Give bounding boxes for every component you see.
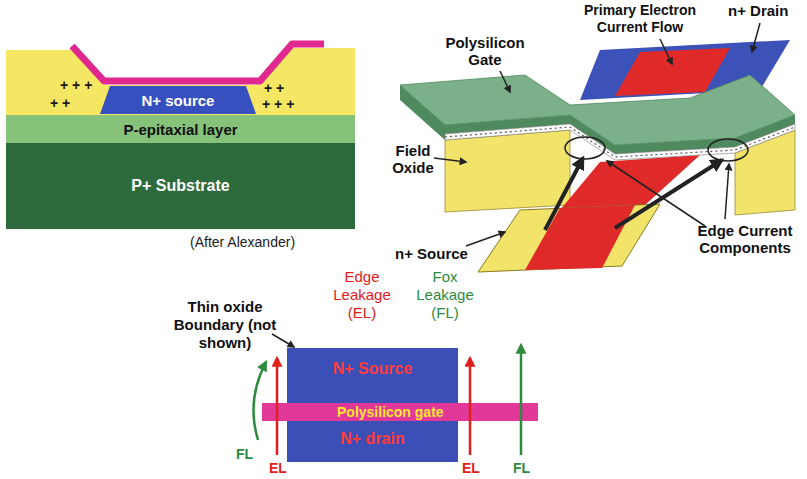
leader-line	[752, 23, 760, 52]
edge-current-arrow	[615, 160, 722, 228]
fox-leakage-arrow	[520, 345, 523, 455]
node-text: P+ Substrate	[131, 177, 229, 195]
node-text: Polysilicon gate	[337, 404, 444, 420]
leader-line	[725, 164, 729, 219]
leader-line	[607, 161, 705, 226]
arrow-tag: EL	[269, 460, 287, 477]
leader-line	[272, 334, 294, 347]
part-label: Primary Electron Current Flow	[560, 2, 720, 36]
charge-symbol: + +	[50, 95, 70, 112]
field-oxide-block	[445, 130, 570, 212]
leakage-heading: Edge Leakage (EL)	[327, 268, 397, 322]
node-text: N+ source	[142, 92, 215, 109]
polysilicon-layer	[72, 44, 324, 81]
cross-section	[6, 44, 355, 115]
part-label: Field Oxide	[385, 142, 441, 176]
edge-marker-circle	[708, 139, 748, 161]
node-text: N+ drain	[340, 430, 404, 448]
node-text: P-epitaxial layer	[123, 121, 237, 138]
part-label: Polysilicon Gate	[440, 34, 530, 68]
node-fill	[6, 143, 355, 229]
leader-line	[500, 71, 510, 92]
leader-line	[466, 232, 505, 246]
substrate-layer: P+ Substrate	[6, 143, 355, 229]
node-fill	[262, 403, 538, 421]
fox-leakage-arrow	[254, 362, 267, 440]
leakage-heading: Fox Leakage (FL)	[410, 268, 480, 322]
source-credit: (After Alexander)	[190, 234, 295, 251]
edge-current-arrow	[545, 158, 583, 230]
part-label: Edge Current Components	[690, 222, 800, 256]
gate-side-face	[400, 85, 445, 140]
edge-leakage-arrow	[469, 358, 472, 455]
edge-marker-circle	[565, 137, 605, 159]
arrow-tag: FL	[513, 460, 530, 477]
edge-leakage-arrow	[276, 358, 279, 455]
epitaxial-layer: P-epitaxial layer	[6, 115, 355, 143]
leakage-arrows	[254, 334, 522, 455]
charge-symbol: + + +	[262, 96, 294, 113]
node-text: N+ Source	[333, 360, 413, 378]
leader-line	[660, 39, 672, 64]
node-fill	[100, 86, 256, 114]
boundary-note: Thin oxide Boundary (not shown)	[160, 298, 290, 352]
arrow-tag: FL	[236, 446, 253, 463]
gate-oxide	[445, 124, 795, 160]
charge-symbol: + + +	[60, 77, 92, 94]
arrow-tag: EL	[462, 460, 480, 477]
polysilicon-gate-band: Polysilicon gate	[262, 403, 538, 421]
source-current	[525, 205, 635, 270]
part-label: n+ Source	[395, 245, 468, 263]
leader-line	[434, 158, 466, 162]
source-region: N+ source	[100, 86, 256, 114]
source-plate	[478, 204, 660, 272]
charge-symbol: + +	[264, 80, 284, 97]
current-region	[615, 48, 730, 96]
node-fills	[6, 86, 538, 462]
part-label: n+ Drain	[728, 2, 788, 20]
node-fill	[6, 115, 355, 143]
